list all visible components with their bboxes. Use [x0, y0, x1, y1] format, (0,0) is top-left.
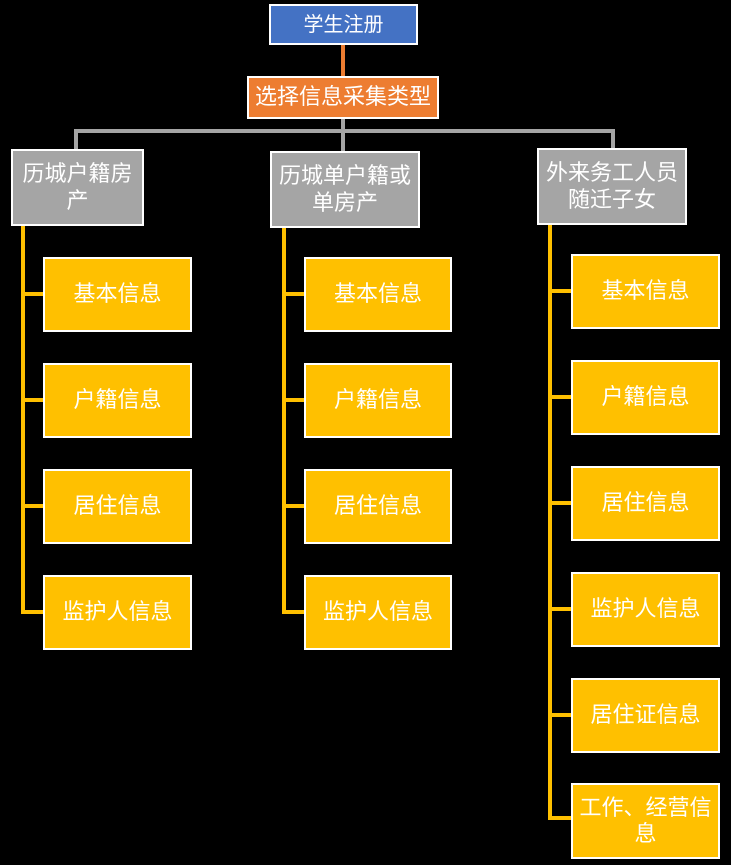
connector-branch2-spine	[282, 224, 286, 614]
connector-branch3-stub-2	[548, 395, 573, 399]
leaf-node: 基本信息	[43, 257, 192, 332]
connector-branch1-stub-3	[21, 504, 46, 508]
leaf-node: 户籍信息	[304, 363, 452, 438]
connector-branch1-spine	[21, 222, 25, 614]
connector-branch2-stub-2	[282, 398, 306, 402]
leaf-node: 户籍信息	[43, 363, 192, 438]
connector-branch1-stub-2	[21, 398, 46, 402]
connector-root-to-selector	[341, 45, 345, 76]
branch-node-licheng-single-hukou-or-property: 历城单户籍或单房产	[270, 151, 420, 228]
connector-branch2-stub-1	[282, 292, 306, 296]
connector-branch3-stub-1	[548, 289, 573, 293]
connector-branch3-stub-3	[548, 501, 573, 505]
branch-node-licheng-hukou-property: 历城户籍房产	[11, 149, 144, 226]
leaf-node: 监护人信息	[43, 575, 192, 650]
leaf-node: 监护人信息	[304, 575, 452, 650]
leaf-node: 居住信息	[43, 469, 192, 544]
connector-branch3-stub-4	[548, 607, 573, 611]
connector-branch2-stub-3	[282, 504, 306, 508]
leaf-node: 居住信息	[304, 469, 452, 544]
connector-drop-branch-1	[74, 129, 78, 151]
leaf-node: 居住信息	[571, 466, 720, 541]
leaf-node: 户籍信息	[571, 360, 720, 435]
node-collection-type-selector: 选择信息采集类型	[247, 76, 439, 119]
leaf-node: 居住证信息	[571, 678, 720, 753]
leaf-node: 基本信息	[304, 257, 452, 332]
leaf-node: 工作、经营信息	[571, 783, 720, 859]
connector-drop-branch-2	[341, 129, 345, 153]
connector-branch3-spine	[548, 221, 552, 820]
connector-branch3-stub-5	[548, 713, 573, 717]
connector-selector-stem	[341, 119, 345, 133]
branch-node-migrant-worker-children: 外来务工人员随迁子女	[537, 148, 687, 225]
leaf-node: 监护人信息	[571, 572, 720, 647]
leaf-node: 基本信息	[571, 254, 720, 329]
connector-branch3-stub-6	[548, 816, 573, 820]
connector-branch2-stub-4	[282, 610, 306, 614]
connector-branch1-stub-1	[21, 292, 46, 296]
connector-branch1-stub-4	[21, 610, 46, 614]
node-student-registration: 学生注册	[269, 4, 418, 45]
connector-drop-branch-3	[611, 129, 615, 150]
